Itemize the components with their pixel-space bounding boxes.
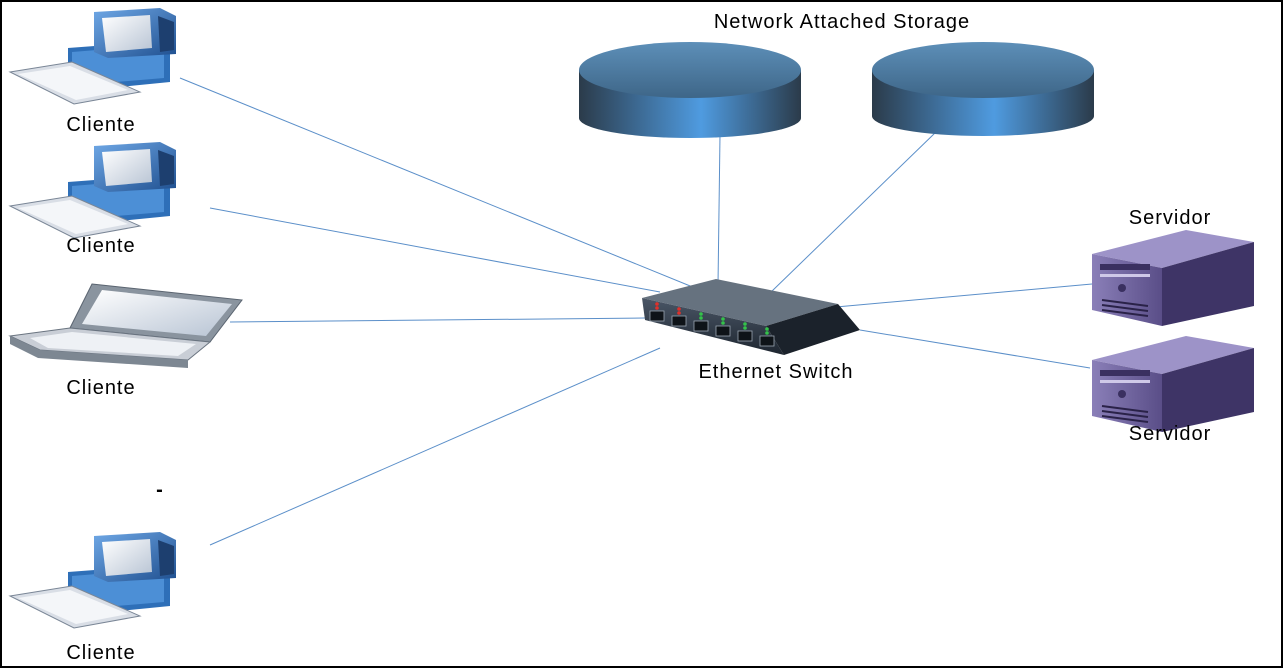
- storage-cylinder-2: [872, 42, 1094, 136]
- switch-port-led: [743, 322, 747, 326]
- link-nas-1: [717, 134, 721, 286]
- link-client-4: [209, 347, 661, 546]
- link-client-1: [179, 77, 701, 291]
- separator-mark: -: [156, 479, 164, 501]
- client-desktop-4: [8, 532, 176, 629]
- link-client-2: [209, 207, 661, 293]
- switch-port-led: [699, 316, 703, 320]
- connection-lines: [179, 77, 1093, 546]
- link-server-2: [859, 329, 1091, 369]
- switch-port-led: [765, 331, 769, 335]
- switch-port: [759, 335, 775, 347]
- switch-port-led: [743, 326, 747, 330]
- client-desktop-1: [8, 8, 176, 105]
- link-client-3: [229, 317, 646, 323]
- switch-port: [693, 320, 709, 332]
- server-label-2: Servidor: [1129, 423, 1211, 445]
- switch-port-led: [655, 306, 659, 310]
- nas-title: Network Attached Storage: [714, 11, 970, 33]
- client-label-3: Cliente: [66, 377, 135, 399]
- server-label-1: Servidor: [1129, 207, 1211, 229]
- client-label-2: Cliente: [66, 235, 135, 257]
- server-tower-1: [1092, 230, 1254, 326]
- switch-label: Ethernet Switch: [698, 361, 853, 383]
- client-label-4: Cliente: [66, 642, 135, 664]
- switch-port-led: [721, 317, 725, 321]
- switch-port-led: [655, 302, 659, 306]
- switch-port: [649, 310, 665, 322]
- switch-port-led: [677, 307, 681, 311]
- switch-port-led: [765, 327, 769, 331]
- switch-ports: [649, 302, 775, 347]
- ethernet-switch: [642, 279, 860, 355]
- link-server-1: [835, 283, 1093, 308]
- client-desktop-2: [8, 142, 176, 239]
- switch-port-led: [677, 311, 681, 315]
- switch-port-led: [699, 312, 703, 316]
- link-nas-2: [769, 131, 937, 294]
- server-tower-2: [1092, 336, 1254, 432]
- switch-port: [671, 315, 687, 327]
- switch-port-led: [721, 321, 725, 325]
- switch-port: [737, 330, 753, 342]
- storage-cylinder-1: [579, 42, 801, 138]
- client-laptop-3: [8, 283, 243, 368]
- client-label-1: Cliente: [66, 114, 135, 136]
- switch-port: [715, 325, 731, 337]
